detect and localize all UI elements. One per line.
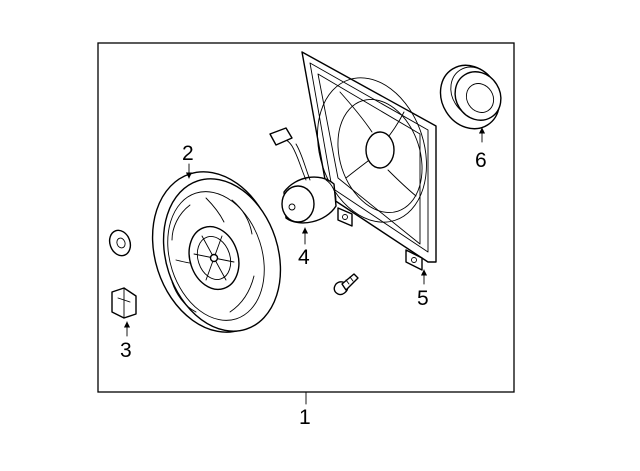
fan-blade-part[interactable]: [133, 155, 300, 348]
callout-4-label: 4: [298, 246, 310, 269]
callout-6-label: 6: [475, 149, 487, 172]
callout-1-label: 1: [299, 406, 311, 429]
callout-5-label: 5: [417, 287, 429, 310]
callout-3-label: 3: [120, 339, 132, 362]
grommet-part[interactable]: [429, 54, 511, 140]
washer-part[interactable]: [106, 227, 134, 258]
fan-motor-part[interactable]: [269, 127, 337, 224]
clip-part[interactable]: [111, 287, 137, 319]
fan-shroud-part[interactable]: [300, 51, 445, 271]
callout-2-label: 2: [182, 142, 194, 165]
bolt-part[interactable]: [333, 273, 359, 296]
